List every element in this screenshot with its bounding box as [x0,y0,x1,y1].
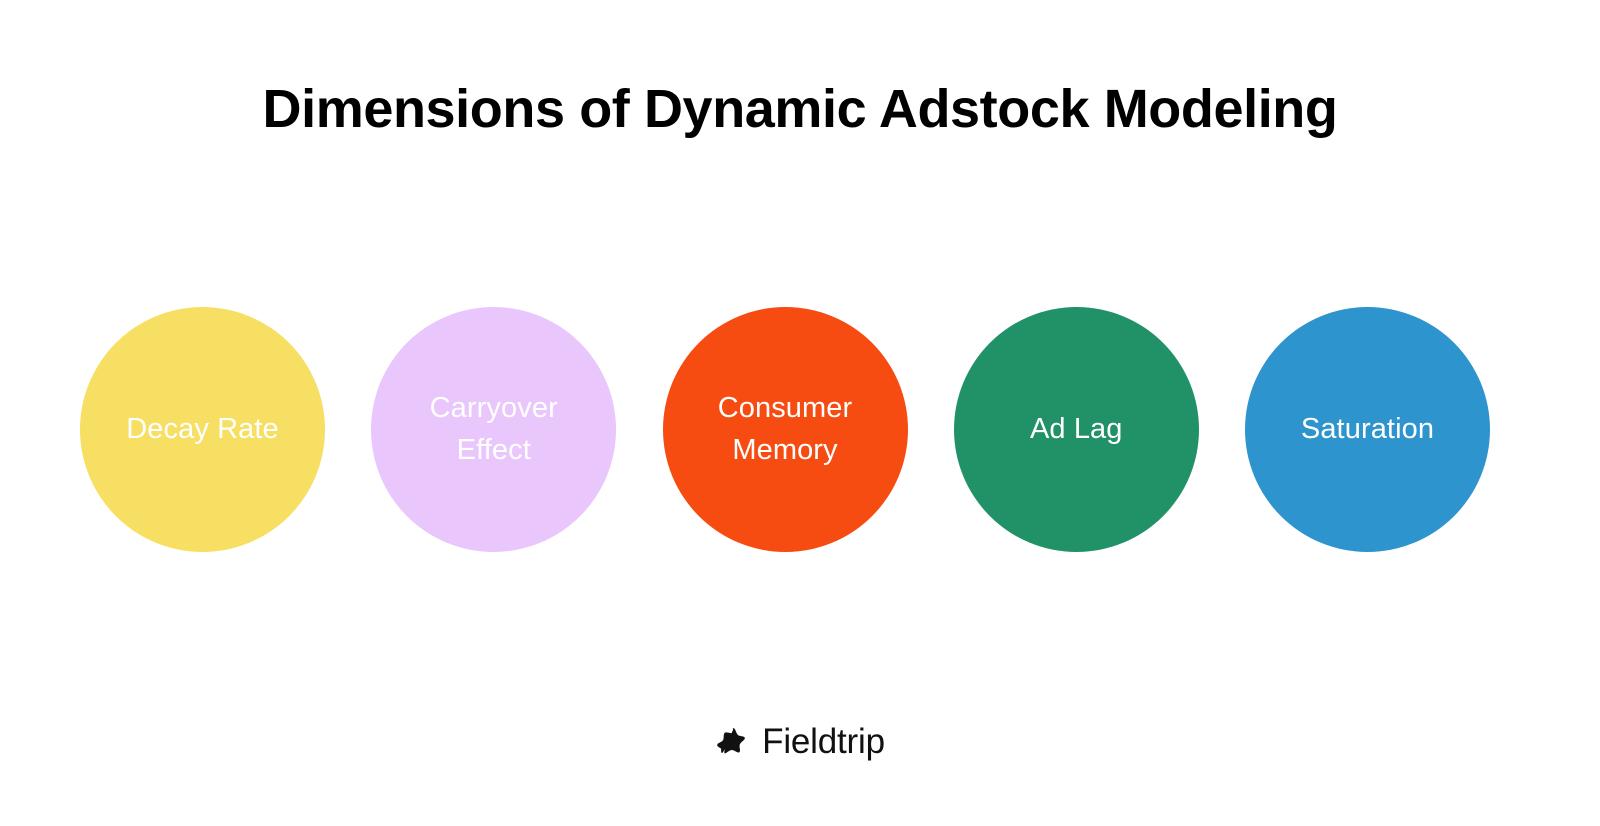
bubble-label-saturation: Saturation [1300,412,1435,445]
brand-name: Fieldtrip [762,722,885,761]
page-title: Dimensions of Dynamic Adstock Modeling [262,79,1338,139]
bubble-label-carryover-effect: Carryover Effect [429,391,558,466]
bubble-decay-rate: Decay Rate [80,306,325,552]
star-icon [715,726,749,760]
bubble-ad-lag: Ad Lag [953,306,1199,552]
bubble-label-ad-lag: Ad Lag [1029,412,1123,445]
bubble-saturation: Saturation [1245,306,1490,552]
bubble-consumer-memory: Consumer Memory [662,306,908,552]
bubble-label-decay-rate: Decay Rate [126,412,279,445]
bubble-label-consumer-memory: Consumer Memory [717,391,853,466]
bubble-row: Decay Rate Carryover Effect Consumer Mem… [80,306,1490,552]
bubble-carryover-effect: Carryover Effect [371,306,617,552]
brand-footer: Fieldtrip [0,724,1600,759]
title-block: Dimensions of Dynamic Adstock Modeling [0,78,1600,140]
